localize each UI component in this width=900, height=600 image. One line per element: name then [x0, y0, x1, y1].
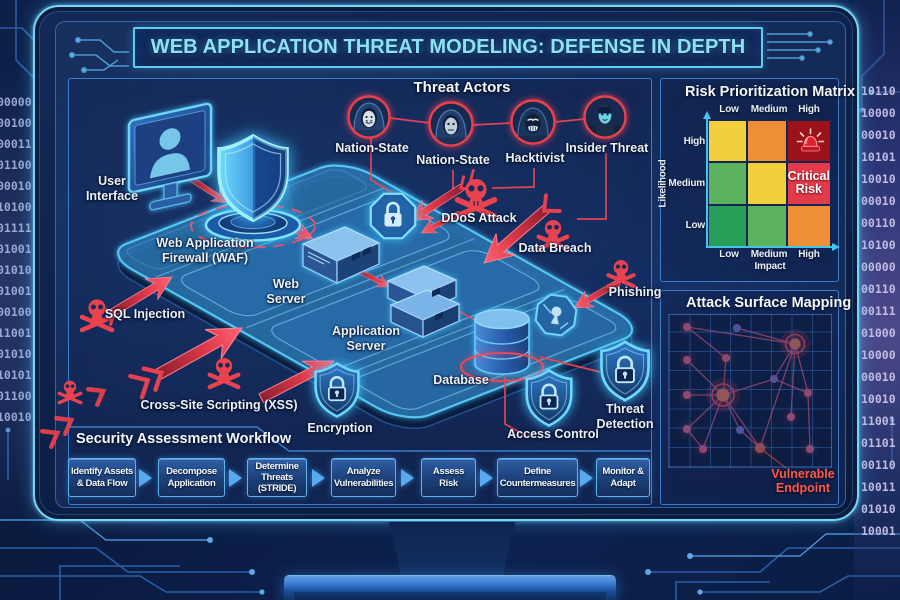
matrix-x-axis-title: Impact [754, 261, 786, 272]
workflow-step-4: Analyze Vulnerabilities [331, 458, 396, 497]
matrix-x-axis [706, 246, 834, 248]
matrix-cell-r0c0 [709, 121, 747, 162]
label-database: Database [433, 373, 489, 387]
label-phishing: Phishing [608, 285, 662, 299]
workflow-step-7: Monitor & Adapt [596, 458, 650, 497]
workflow-step-6: Define Countermeasures [497, 458, 578, 497]
risk-matrix-title: Risk Prioritization Matrix [685, 84, 856, 100]
page-title: WEB APPLICATION THREAT MODELING: DEFENSE… [150, 36, 746, 58]
label-sql-injection: SQL Injection [104, 307, 186, 321]
label-user-interface: User Interface [85, 174, 139, 203]
matrix-cell-r1c0 [709, 163, 747, 204]
label-actor-1: Nation-State [335, 141, 409, 155]
matrix-cell-r2c1 [748, 205, 786, 246]
workflow-step-1: Identify Assets & Data Flow [68, 458, 136, 497]
matrix-cell-r2c2 [787, 205, 830, 246]
matrix-cell-r1c2: Critical Risk [787, 163, 830, 204]
matrix-col-low-top: Low [719, 104, 739, 115]
label-web-server: Web Server [266, 277, 306, 306]
workflow-arrow-5 [480, 469, 493, 487]
workflow-step-3: Determine Threats (STRIDE) [247, 458, 307, 497]
binary-column-left: 00000 00100 00011 01100 00010 10100 0111… [0, 95, 31, 424]
critical-risk-label: Critical Risk [787, 168, 830, 197]
label-actor-3: Hacktivist [505, 151, 565, 165]
matrix-cell-r0c1 [748, 121, 786, 162]
workflow-arrow-2 [229, 469, 242, 487]
label-threat-detection: Threat Detection [596, 402, 654, 431]
vulnerable-endpoint-label: Vulnerable Endpoint [771, 467, 835, 496]
matrix-y-arrow [703, 111, 711, 119]
matrix-col-high-bottom: High [798, 249, 820, 260]
threat-actors-title: Threat Actors [413, 79, 511, 96]
matrix-col-medium-top: Medium [750, 104, 788, 115]
matrix-row-low: Low [685, 220, 706, 231]
label-actor-4: Insider Threat [565, 141, 649, 155]
workflow-step-5: Assess Risk [421, 458, 476, 497]
attack-surface-title: Attack Surface Mapping [686, 295, 852, 311]
right-edge-tint [854, 0, 900, 600]
label-data-breach: Data Breach [518, 241, 592, 255]
matrix-x-arrow [832, 243, 840, 251]
matrix-cell-r1c1 [748, 163, 786, 204]
matrix-row-medium: Medium [668, 178, 705, 189]
label-ddos: DDoS Attack [441, 211, 517, 225]
label-waf: Web Application Firewall (WAF) [156, 236, 254, 265]
label-actor-2: Nation-State [416, 153, 490, 167]
binary-column-right: 10110 10000 00010 10101 10010 00010 0011… [861, 84, 896, 538]
matrix-cell-r2c0 [709, 205, 747, 246]
workflow-title: Security Assessment Workflow [76, 431, 292, 447]
workflow-arrow-4 [401, 469, 414, 487]
monitor-stand-base [284, 576, 616, 600]
matrix-col-high-top: High [798, 104, 820, 115]
workflow-arrow-1 [139, 469, 152, 487]
left-edge-tint [0, 0, 36, 600]
matrix-col-low-bottom: Low [719, 249, 739, 260]
label-encryption: Encryption [307, 421, 373, 435]
workflow-arrow-6 [580, 469, 593, 487]
matrix-row-high: High [683, 136, 706, 147]
label-app-server: Application Server [331, 324, 401, 353]
matrix-y-axis [706, 117, 708, 248]
label-xss: Cross-Site Scripting (XSS) [140, 398, 298, 412]
workflow-arrow-3 [312, 469, 325, 487]
matrix-col-medium-bottom: Medium [750, 249, 788, 260]
attack-surface-grid [668, 314, 832, 468]
risk-matrix-grid: Critical Risk [709, 121, 830, 246]
siren-icon [796, 128, 825, 152]
workflow-step-2: Decompose Application [158, 458, 225, 497]
title-bar: WEB APPLICATION THREAT MODELING: DEFENSE… [133, 27, 763, 68]
matrix-y-axis-title: Likelihood [657, 159, 669, 208]
monitor-stand-neck [388, 522, 516, 578]
label-access-control: Access Control [507, 427, 599, 441]
